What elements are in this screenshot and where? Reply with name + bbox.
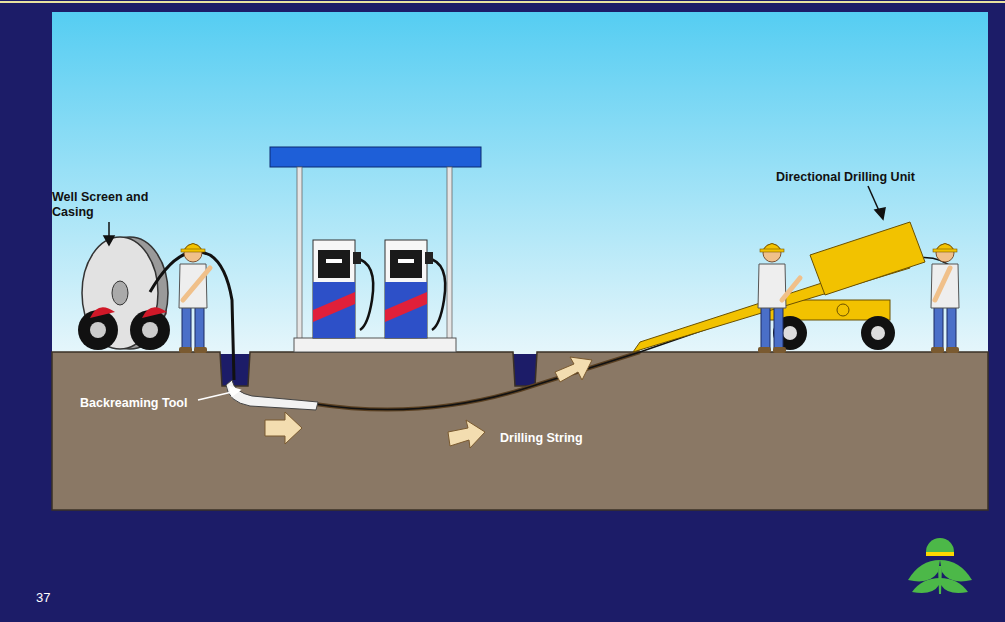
part-label: Well Screen and Casing [52, 190, 152, 220]
top-rule [0, 1, 1005, 3]
drilling-unit [633, 222, 925, 352]
part-label: Directional Drilling Unit [776, 170, 915, 185]
worker-arm [183, 268, 210, 300]
ground [52, 352, 988, 510]
part-label: Backreaming Tool [80, 396, 187, 411]
sky [52, 12, 988, 354]
flow-arrow [265, 357, 592, 448]
worker-arm [782, 278, 800, 300]
epa-logo [908, 538, 972, 594]
page-number: 37 [36, 590, 50, 605]
leader-arrow [198, 387, 240, 400]
leader-arrow [104, 186, 885, 245]
gas-station [270, 147, 481, 352]
backreaming-tool [226, 380, 318, 410]
casing-reel [78, 237, 170, 350]
worker-arm [935, 268, 950, 300]
worker [931, 244, 959, 354]
part-label: Drilling String [500, 431, 583, 446]
